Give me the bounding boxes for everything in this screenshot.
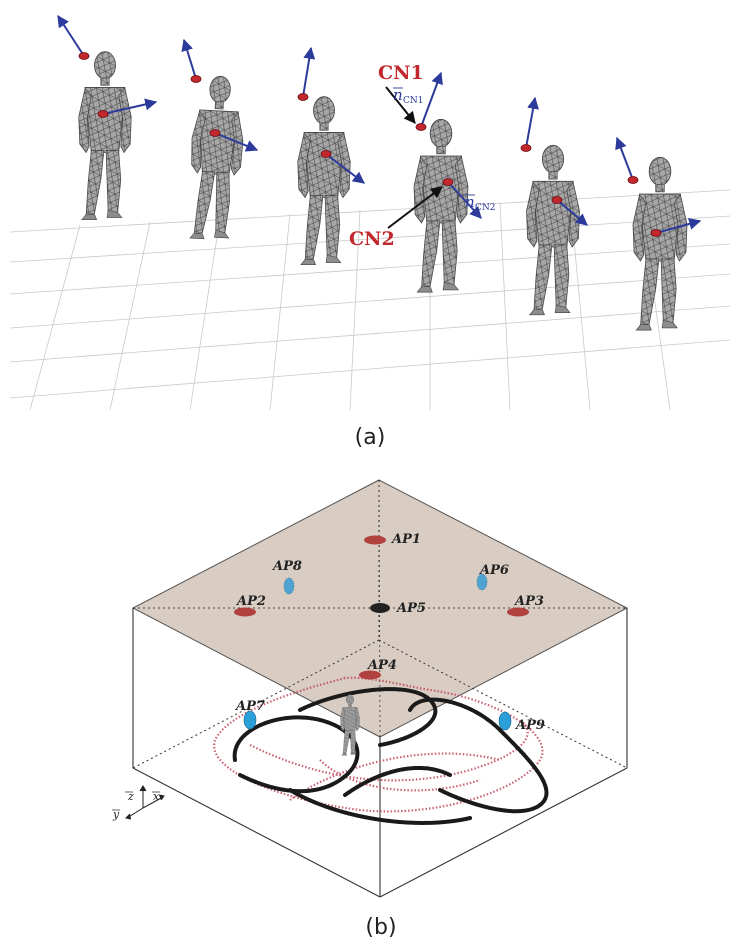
ap1-label: AP1 xyxy=(390,532,421,547)
normal-cn2-label: n CN2 xyxy=(465,193,496,213)
ap9-label: AP9 xyxy=(514,718,545,733)
ap5-marker xyxy=(370,603,390,613)
walking-human-6 xyxy=(632,156,688,331)
contact-nodes xyxy=(78,52,662,237)
trajectory-red xyxy=(213,676,544,813)
walking-human-3 xyxy=(297,96,351,266)
walking-human-2 xyxy=(186,74,247,242)
normal-cn1-symbol: n xyxy=(393,86,403,104)
axis-x-label: x xyxy=(153,790,160,803)
cn1-pointer-arrow xyxy=(385,86,416,124)
ap2-label: AP2 xyxy=(235,594,266,609)
ap7-marker xyxy=(243,710,257,730)
label-cn2: CN2 xyxy=(349,228,395,250)
ap5-label: AP5 xyxy=(395,601,426,616)
normal-cn1-label: n CN1 xyxy=(393,86,424,106)
ap3-label: AP3 xyxy=(513,594,544,609)
cn2-pointer-arrow xyxy=(387,186,443,229)
ap9-marker xyxy=(498,711,512,731)
panel-a: CN1 CN2 n CN1 n CN2 (a) xyxy=(9,14,731,450)
caption-a: (a) xyxy=(355,425,386,450)
ap7-label: AP7 xyxy=(234,699,265,714)
normal-vectors xyxy=(57,14,702,234)
caption-b: (b) xyxy=(365,915,396,940)
walking-human-4 xyxy=(413,118,469,293)
ap6-label: AP6 xyxy=(478,563,509,578)
floor-grid xyxy=(9,189,731,411)
access-points: AP1 AP2 AP3 AP4 AP5 AP6 AP7 AP8 AP9 xyxy=(234,532,545,733)
label-cn1: CN1 xyxy=(378,62,424,84)
normal-cn1-subscript: CN1 xyxy=(403,96,424,106)
ap1-marker xyxy=(364,535,386,545)
walking-human-1 xyxy=(78,51,132,221)
ap8-label: AP8 xyxy=(271,559,302,574)
ap2-marker xyxy=(234,607,256,617)
normal-cn2-symbol: n xyxy=(465,193,475,211)
trajectory-dark xyxy=(232,687,549,825)
normal-cn2-subscript: CN2 xyxy=(475,203,496,213)
ap6-marker xyxy=(476,573,488,591)
ap8-marker xyxy=(283,577,295,595)
walking-human-5 xyxy=(526,144,580,316)
axis-z-label: z xyxy=(127,790,134,803)
ap4-label: AP4 xyxy=(366,658,397,673)
room-hidden-edges xyxy=(132,480,628,769)
ap3-marker xyxy=(507,607,529,617)
ap4-marker xyxy=(359,670,381,680)
room-walls xyxy=(132,608,628,898)
axis-y-label: y xyxy=(112,808,120,821)
axes-indicator xyxy=(124,785,165,820)
panel-b: AP1 AP2 AP3 AP4 AP5 AP6 AP7 AP8 AP9 z x … xyxy=(112,479,629,940)
